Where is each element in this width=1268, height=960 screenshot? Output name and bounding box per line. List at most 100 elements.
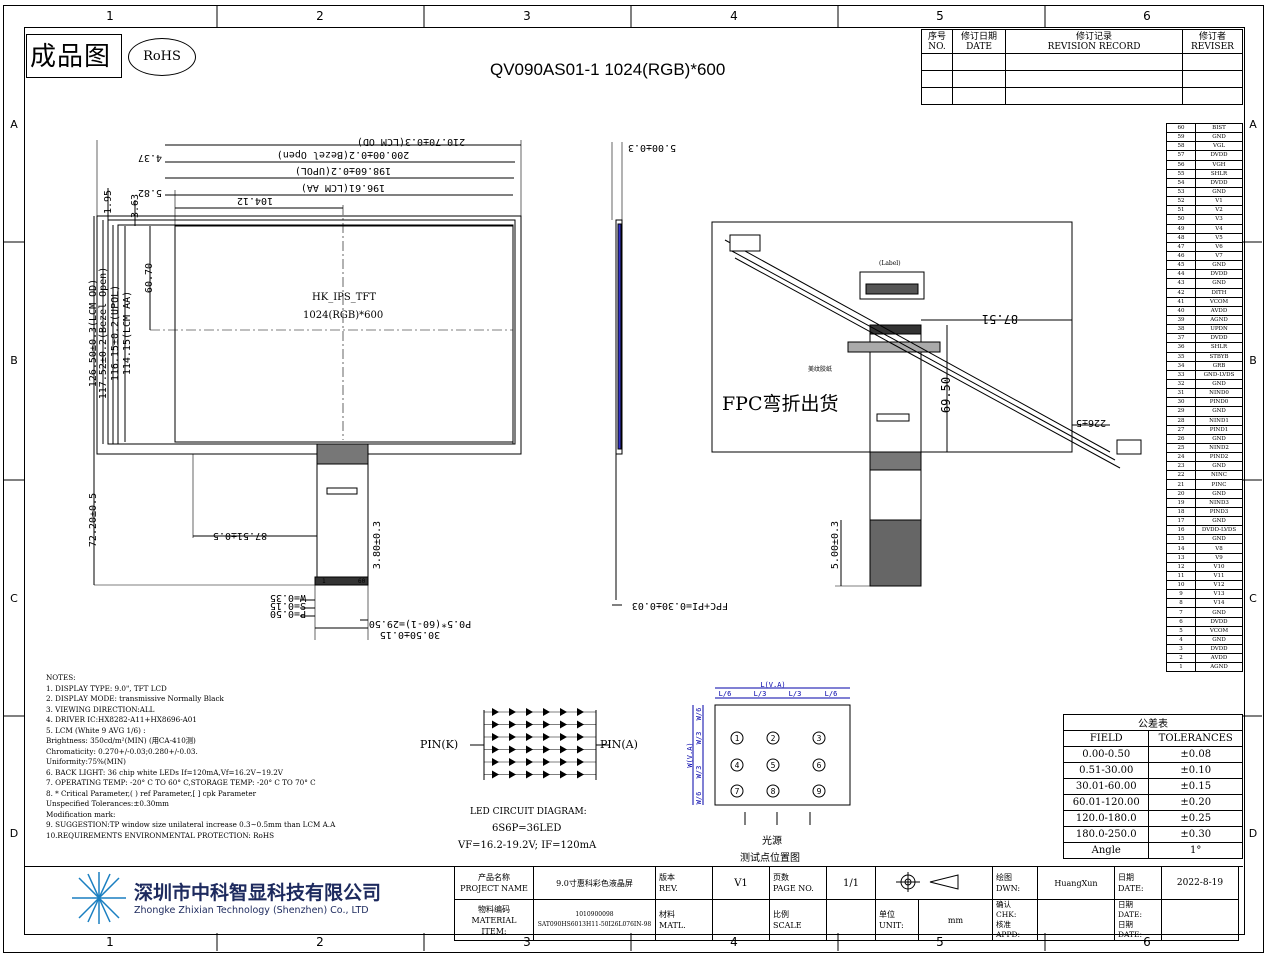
dim-pitch: P0.5*(60-1)=29.50 bbox=[369, 618, 471, 629]
led-diode-icon bbox=[526, 720, 533, 729]
panel-label: HK_IPS_TFT bbox=[312, 292, 376, 303]
back-dim-87: 87.51 bbox=[982, 312, 1018, 326]
test-point-circle bbox=[812, 758, 826, 772]
pin-number: 23 bbox=[1166, 461, 1196, 472]
grid-col-2b: 2 bbox=[316, 935, 324, 949]
led-diode-icon bbox=[526, 733, 533, 741]
tp-dim-w3b: W/3 bbox=[695, 766, 703, 779]
tol-value: ±0.08 bbox=[1148, 746, 1243, 763]
pin-signal: V5 bbox=[1195, 232, 1243, 243]
pin-number: 53 bbox=[1166, 186, 1196, 198]
dim-h-upol: 116.15±0.2(UPOL) bbox=[110, 285, 121, 381]
pin-number: 35 bbox=[1166, 351, 1196, 362]
note-line: 10.REQUIREMENTS ENVIRONMENTAL PROTECTION… bbox=[46, 830, 275, 840]
dim-s: S=0.15 bbox=[270, 600, 306, 611]
dim-3-80: 3.80±0.3 bbox=[372, 521, 383, 569]
test-point-label: 2 bbox=[771, 734, 776, 743]
pin-number: 60 bbox=[1166, 122, 1196, 134]
pin-number: 36 bbox=[1166, 342, 1196, 353]
pin-signal: AVDD bbox=[1195, 305, 1243, 316]
dim-lcm-aa: 196.61(LCM AA) bbox=[301, 182, 385, 193]
pin-signal: GND bbox=[1195, 132, 1243, 143]
led-diode-icon bbox=[509, 733, 516, 741]
note-line: Brightness: 350cd/m²(MIN) (用CA-410测) bbox=[46, 736, 196, 745]
tol-col-tol: TOLERANCES bbox=[1148, 730, 1243, 747]
pin-number: 55 bbox=[1166, 168, 1196, 179]
pin-signal: NIND1 bbox=[1195, 415, 1243, 426]
pin-signal: DVDD bbox=[1195, 150, 1243, 161]
test-point-circle bbox=[730, 758, 744, 772]
test-point-label: 7 bbox=[735, 787, 740, 796]
led-diode-icon bbox=[492, 708, 499, 716]
pin-signal: GND bbox=[1195, 186, 1243, 198]
pin-number: 37 bbox=[1166, 333, 1196, 344]
dim-w: W=0.35 bbox=[270, 592, 306, 603]
grid-col-1b: 1 bbox=[106, 935, 114, 949]
rev-col-reviser-en: REVISER bbox=[1191, 41, 1234, 52]
note-line: 9. SUGGESTION:TP window size unilateral … bbox=[46, 820, 336, 829]
led-diode-icon bbox=[509, 758, 516, 766]
pin-number: 28 bbox=[1166, 415, 1196, 426]
pin-number: 5 bbox=[1166, 625, 1196, 636]
test-point-label: 1 bbox=[735, 734, 740, 743]
led-diode-icon bbox=[509, 745, 516, 754]
tol-title: 公差表 bbox=[1063, 714, 1243, 731]
rev-col-date: 修订日期 bbox=[960, 31, 997, 42]
pin-signal: V2 bbox=[1195, 205, 1243, 216]
pin-number: 8 bbox=[1166, 598, 1196, 609]
pin-signal: GND bbox=[1195, 488, 1243, 499]
pin-number: 26 bbox=[1166, 433, 1196, 444]
tb-material-value: SAT090HS6013H11-50I26L076IN-98 bbox=[537, 921, 652, 928]
led-diode-icon bbox=[577, 745, 584, 754]
pin-number: 2 bbox=[1166, 653, 1196, 664]
tb-page-value: 1/1 bbox=[826, 866, 876, 900]
grid-col-4b: 4 bbox=[730, 935, 738, 949]
pin-signal: V8 bbox=[1195, 543, 1243, 554]
test-point-circle bbox=[812, 731, 826, 745]
pin-signal: V3 bbox=[1195, 214, 1243, 225]
test-point-label: 5 bbox=[771, 761, 776, 770]
tb-unit-en: UNIT: bbox=[879, 921, 904, 930]
pin-signal: GND bbox=[1195, 607, 1243, 618]
pin-signal: DITH bbox=[1195, 287, 1243, 298]
tol-row: 120.0-180.0±0.25 bbox=[1062, 810, 1243, 827]
fpc-pin1: 1 bbox=[322, 578, 326, 585]
pin-number: 34 bbox=[1166, 360, 1196, 371]
grid-col-5: 5 bbox=[936, 9, 944, 23]
tol-row: 0.51-30.00±0.10 bbox=[1062, 762, 1243, 779]
led-diode-icon bbox=[526, 758, 533, 766]
pin-number: 25 bbox=[1166, 442, 1196, 454]
pin-signal: GND bbox=[1195, 406, 1243, 417]
pin-number: 50 bbox=[1166, 214, 1196, 225]
tb-date2-en: DATE: bbox=[1118, 910, 1143, 919]
pin-signal: PIND0 bbox=[1195, 397, 1243, 408]
pin-signal: UPDN bbox=[1195, 324, 1243, 335]
led-circuit bbox=[470, 708, 610, 780]
grid-row-b: B bbox=[10, 354, 18, 367]
pin-signal: DVDD-LVDS bbox=[1195, 525, 1243, 536]
tb-scale-en: SCALE bbox=[773, 921, 802, 930]
led-diode-icon bbox=[492, 733, 499, 741]
tb-material-en: MATERIAL ITEM: bbox=[471, 915, 517, 936]
pin-signal: V1 bbox=[1195, 196, 1243, 207]
tp-dim-l6a: L/6 bbox=[719, 690, 732, 698]
tb-unit-value: mm bbox=[918, 899, 993, 941]
tb-project-en: PROJECT NAME bbox=[460, 884, 528, 893]
